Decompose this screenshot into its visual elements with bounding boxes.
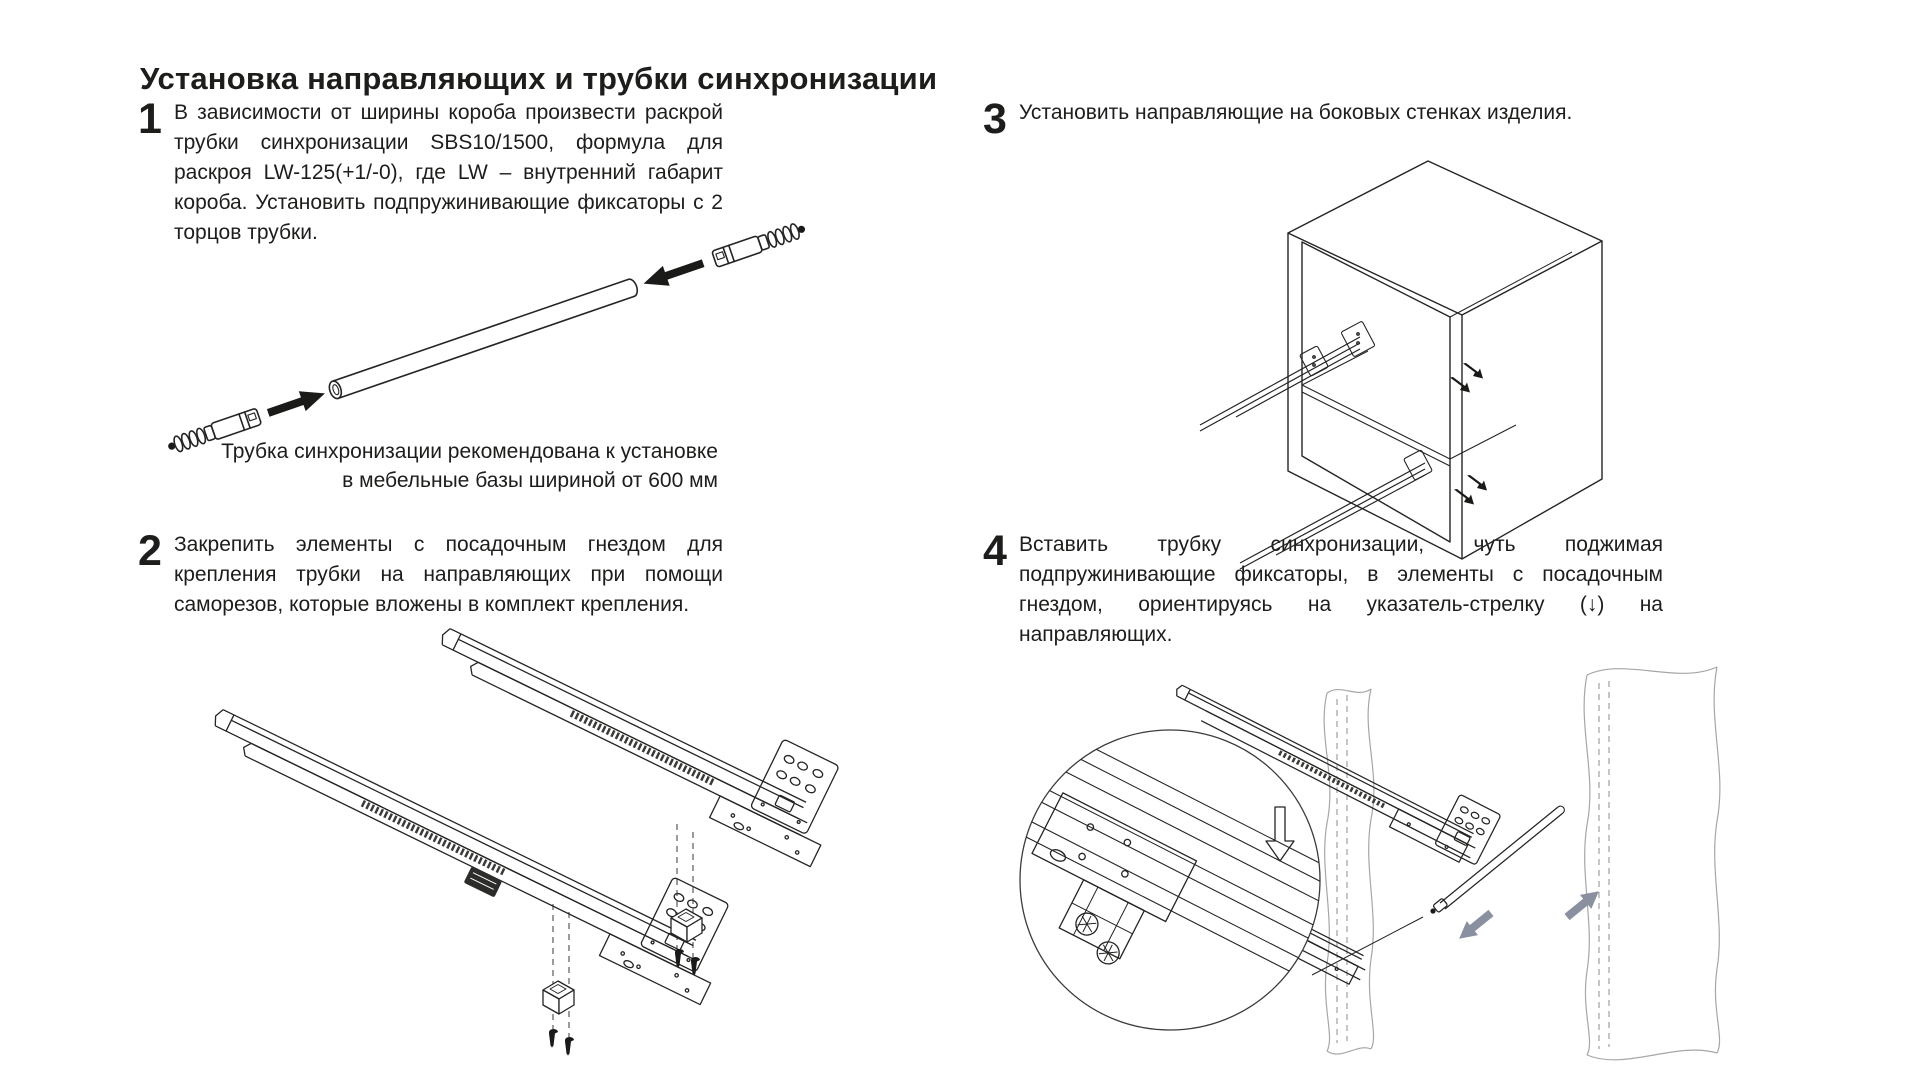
figure-tube-insertion (975, 655, 1735, 1075)
tube-socket-mounted (464, 867, 502, 897)
step-1-number: 1 (138, 95, 162, 143)
step-3-number: 3 (983, 95, 1007, 143)
screws-left (549, 1029, 574, 1056)
tube-note-line-2: в мебельные базы шириной от 600 мм (342, 469, 718, 492)
side-panel-middle (1323, 688, 1375, 1055)
step-4-number: 4 (983, 527, 1007, 575)
step-4-text: Вставить трубку синхронизации, чуть подж… (1019, 533, 1663, 646)
figure-sync-tube (150, 200, 810, 455)
sync-tube (328, 278, 639, 400)
step-3: 3 Установить направляющие на боковых сте… (983, 95, 1673, 143)
page-title: Установка направляющих и трубки синхрони… (140, 60, 938, 96)
screws-right (675, 949, 700, 976)
pointer-down-arrow-icon (1265, 806, 1295, 862)
side-panel-right (1583, 666, 1721, 1061)
step-1-text: В зависимости от ширины короба произвест… (174, 101, 723, 244)
step-2-number: 2 (138, 527, 162, 575)
slide-direction-arrow-icon (1564, 891, 1599, 921)
tube-note-line-1: Трубка синхронизации рекомендована к уст… (221, 440, 718, 463)
tube-direction-arrow-icon (1459, 909, 1494, 939)
sync-tube-drawing (168, 223, 806, 453)
cabinet-drawing (1199, 160, 1603, 570)
spring-fixator-right (711, 223, 806, 268)
step-2: 2 Закрепить элементы с посадочным гнездо… (138, 530, 723, 620)
insertion-drawing (1019, 666, 1721, 1061)
sync-tube-inserting (1430, 805, 1565, 914)
insert-arrow-left-icon (266, 391, 325, 417)
figure-slides-with-sockets (185, 612, 839, 1072)
tube-recommendation-note: Трубка синхронизации рекомендована к уст… (140, 437, 718, 495)
mount-arrow-icon (1450, 363, 1487, 505)
cabinet-slide-upper (1199, 321, 1376, 432)
bracket-plate (1435, 794, 1501, 865)
cabinet-slide-lower (1239, 449, 1433, 570)
insert-slide-upper (1176, 684, 1501, 865)
insert-arrow-right-icon (643, 259, 705, 286)
spring-fixator-left (168, 408, 262, 453)
drawer-slide-right (441, 628, 839, 868)
magnifier-detail (1019, 729, 1321, 1031)
mounting-socket-right (670, 908, 703, 943)
step-4: 4 Вставить трубку синхронизации, чуть по… (983, 530, 1663, 650)
step-2-text: Закрепить элементы с посадочным гнездом … (174, 533, 723, 616)
mounting-socket-left (542, 980, 575, 1015)
figure-cabinet (1170, 135, 1660, 570)
slides-drawing (214, 628, 839, 1056)
step-3-text: Установить направляющие на боковых стенк… (1019, 101, 1573, 124)
magnifier-leader-line (1311, 916, 1424, 976)
drawer-slide-left (214, 709, 729, 1006)
cabinet-box (1287, 160, 1603, 560)
bracket-plate (750, 739, 839, 834)
step-1: 1 В зависимости от ширины короба произве… (138, 98, 723, 248)
